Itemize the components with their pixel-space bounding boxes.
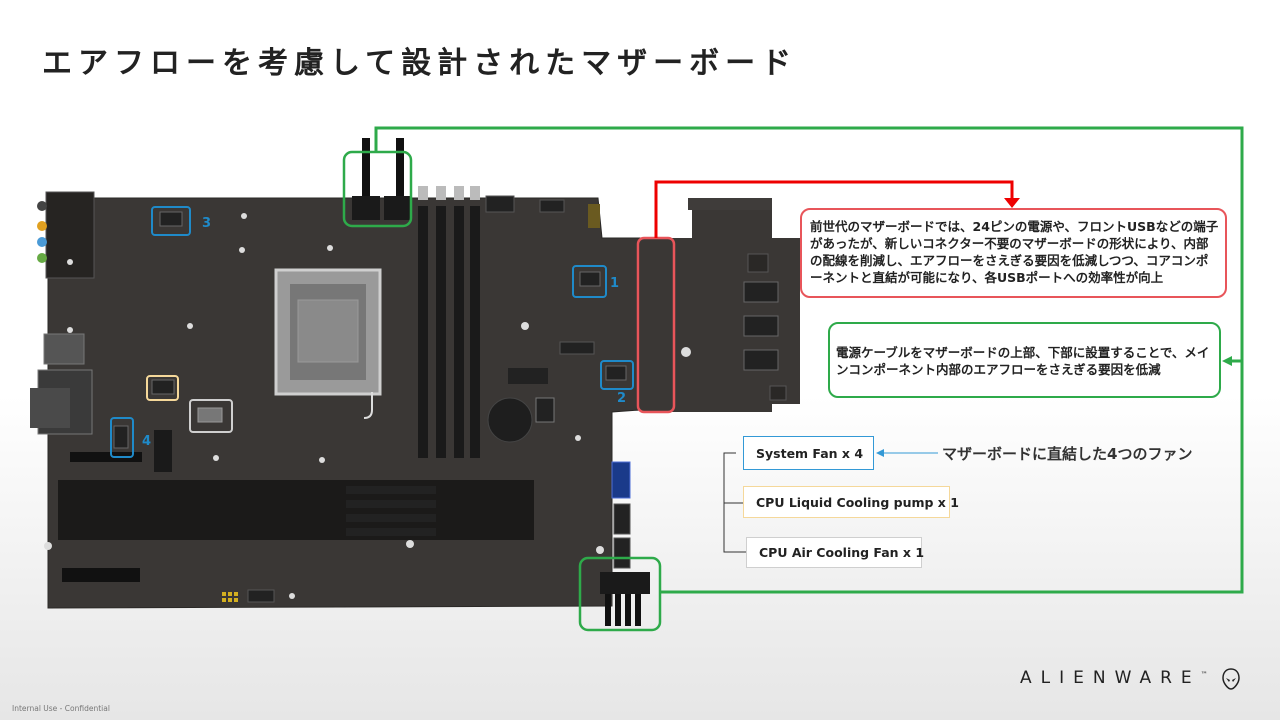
fan-header-3-label: 3 <box>202 216 211 231</box>
power-cable-top <box>362 138 404 206</box>
fan-header-4-label: 4 <box>142 434 151 449</box>
power-connector-top <box>384 196 412 220</box>
fan-header <box>579 271 601 287</box>
screw-holes <box>44 213 691 599</box>
pcie-connector <box>154 430 172 472</box>
power-cable-note: 電源ケーブルをマザーボードの上部、下部に設置することで、メインコンポーネント内部… <box>828 322 1221 398</box>
fans-caption: マザーボードに直結した4つのファン <box>942 445 1193 463</box>
audio-jack <box>37 201 47 211</box>
power-connector-top <box>352 196 380 220</box>
cmos-battery <box>487 397 533 443</box>
audio-jack <box>37 237 47 247</box>
trademark: ™ <box>1200 670 1208 679</box>
cpu-air-fan-label: CPU Air Cooling Fan x 1 <box>746 537 924 568</box>
dimm-slot <box>436 206 446 458</box>
dimm-slot <box>470 206 480 458</box>
pcie-x16-slot <box>58 480 534 540</box>
slide-title: エアフローを考慮して設計されたマザーボード <box>42 46 798 81</box>
system-fan-arrow-head <box>876 449 884 457</box>
sata-port <box>611 461 631 499</box>
socket-lever <box>363 392 373 419</box>
cpu-fan-header <box>197 407 223 423</box>
dimm-slot <box>418 206 428 458</box>
green-arrow-head <box>1222 356 1232 366</box>
sata-port <box>613 503 631 535</box>
fan-header-3-highlight <box>151 206 191 236</box>
connector <box>588 204 600 228</box>
usb-port <box>743 315 779 337</box>
connector <box>539 199 565 213</box>
pump-header-highlight <box>146 375 179 401</box>
connector <box>485 195 515 213</box>
pump-label: CPU Liquid Cooling pump x 1 <box>743 486 959 518</box>
chipset <box>508 368 548 384</box>
front-panel-header <box>247 589 275 603</box>
rear-port <box>747 253 769 273</box>
connector-removal-note: 前世代のマザーボードでは、24ピンの電源や、フロントUSBなどの端子があったが、… <box>800 208 1227 298</box>
dimm-latch <box>470 186 480 200</box>
dimm-latch <box>436 186 446 200</box>
rj45-port <box>30 388 70 428</box>
fan-header-4-highlight <box>110 417 134 458</box>
pcie-x1-slot <box>70 452 142 462</box>
alien-head-icon <box>1222 668 1240 690</box>
usb-port <box>743 349 779 371</box>
red-arrow-head <box>1004 198 1020 208</box>
cpu-ihs <box>297 299 359 363</box>
fan-header-1-label: 1 <box>610 276 619 291</box>
fan-list-bracket <box>723 452 746 553</box>
connector <box>535 397 555 423</box>
audio-jack <box>37 253 47 263</box>
confidential-footer: Internal Use - Confidential <box>12 704 110 713</box>
audio-jack <box>37 221 47 231</box>
system-fan-label: System Fan x 4 <box>743 436 874 470</box>
brand-name: ALIENWARE <box>1020 668 1201 688</box>
dimm-latch <box>418 186 428 200</box>
fan-header-1-highlight <box>572 265 607 298</box>
fan-header <box>159 211 183 227</box>
m2-slot <box>559 341 595 355</box>
power-cable-bottom <box>605 594 641 626</box>
pcie-x1-slot <box>62 568 140 582</box>
chip-array <box>346 486 436 536</box>
alienware-logo: ALIENWARE™ <box>1020 668 1208 688</box>
fan-header-2-label: 2 <box>617 391 626 406</box>
fan-header-2-highlight <box>600 360 634 390</box>
fan-header <box>605 365 627 381</box>
dimm-latch <box>454 186 464 200</box>
motherboard-io-extension <box>640 200 800 412</box>
red-arrow-line <box>654 180 1014 238</box>
dimm-slot <box>454 206 464 458</box>
fan-header <box>113 425 129 449</box>
power-connector-bottom <box>600 572 650 594</box>
io-tab <box>688 198 772 210</box>
green-connector-line <box>374 126 1244 594</box>
usb-stack <box>43 333 85 365</box>
rear-port <box>769 385 787 401</box>
cpu-fan-header-highlight <box>189 399 233 433</box>
header-pins <box>222 592 238 602</box>
sata-port <box>613 537 631 569</box>
audio-block <box>45 191 95 279</box>
pump-header <box>151 379 175 395</box>
usb-port <box>743 281 779 303</box>
power-bottom-highlight <box>578 556 662 632</box>
